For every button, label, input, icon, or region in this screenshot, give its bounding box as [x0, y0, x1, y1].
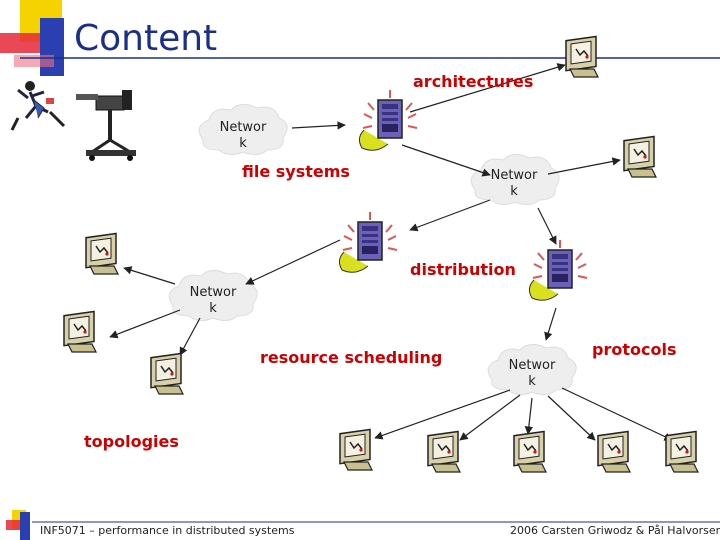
label-distribution: distribution	[410, 260, 516, 279]
computer-icon	[339, 428, 373, 471]
server-icon	[338, 211, 398, 274]
server-icon	[358, 89, 418, 152]
computer-icon	[513, 430, 547, 473]
computer-icon	[63, 310, 97, 353]
computer-icon	[665, 430, 699, 473]
footer-right: 2006 Carsten Griwodz & Pål Halvorsen	[510, 524, 720, 537]
label-topologies: topologies	[84, 432, 179, 451]
footer-left: INF5071 – performance in distributed sys…	[40, 524, 295, 537]
computer-icon	[565, 35, 599, 78]
label-resource-scheduling: resource scheduling	[260, 348, 443, 367]
computer-icon	[623, 135, 657, 178]
computer-icon	[427, 430, 461, 473]
slide-title: Content	[74, 18, 218, 59]
label-architectures: architectures	[413, 72, 534, 91]
label-protocols: protocols	[592, 340, 677, 359]
deco-blue-bar	[40, 18, 64, 76]
computer-icon	[597, 430, 631, 473]
computer-icon	[150, 352, 184, 395]
person-icon	[10, 81, 66, 131]
computer-icon	[85, 232, 119, 275]
label-file-systems: file systems	[242, 162, 350, 181]
server-icon	[528, 239, 588, 302]
camera-icon	[76, 90, 136, 161]
